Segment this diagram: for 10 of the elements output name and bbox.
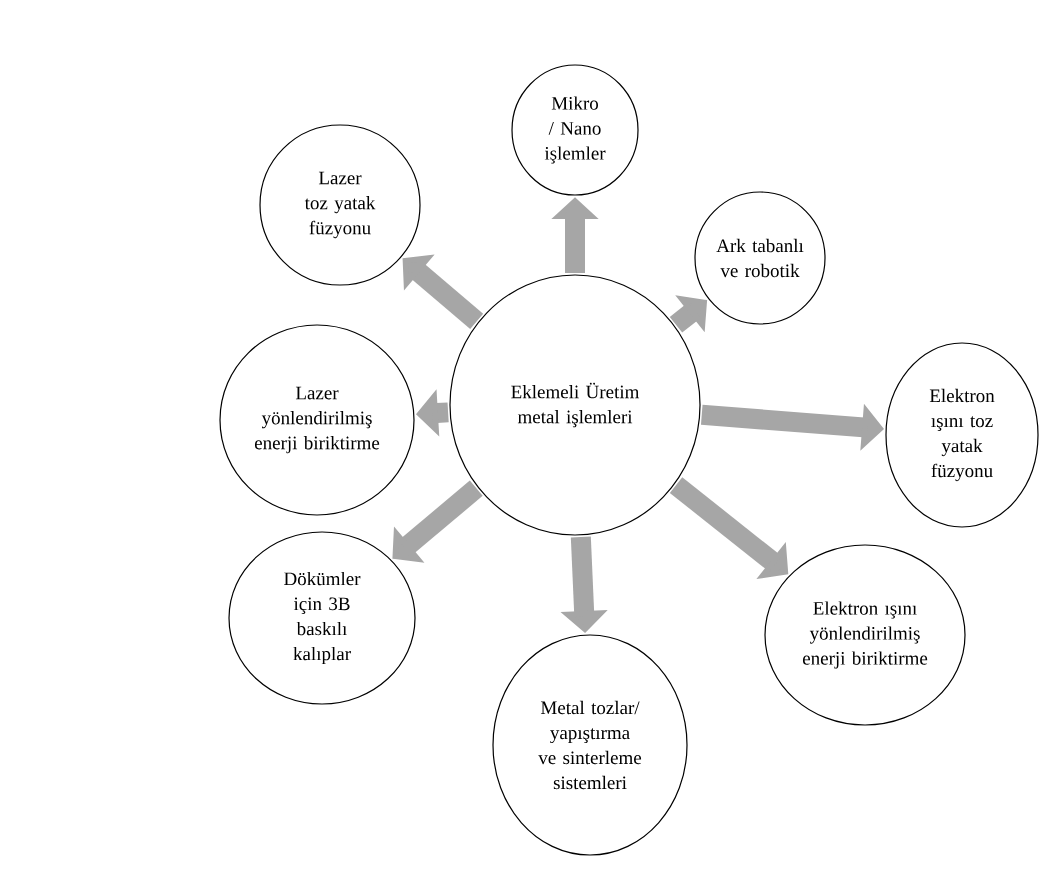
circle-node: Eklemeli Üretim metal işlemleri xyxy=(449,274,701,536)
block-arrow xyxy=(392,480,483,563)
circle-node: Metal tozlar/ yapıştırma ve sinterleme sistemleri xyxy=(492,634,688,856)
circle-node: Elektron ışını yönlendirilmiş enerji biriktirme xyxy=(764,544,966,726)
circle-node: Dökümler için 3B baskılı kalıplar xyxy=(228,531,416,705)
circle-node: Ark tabanlı ve robotik xyxy=(694,191,826,325)
circle-node: Mikro / Nano işlemler xyxy=(511,64,639,196)
circle-node: Lazer toz yatak füzyonu xyxy=(259,124,421,286)
circle-node: Elektron ışını toz yatak füzyonu xyxy=(885,342,1039,528)
circle-node: Lazer yönlendirilmiş enerji biriktirme xyxy=(219,324,415,516)
